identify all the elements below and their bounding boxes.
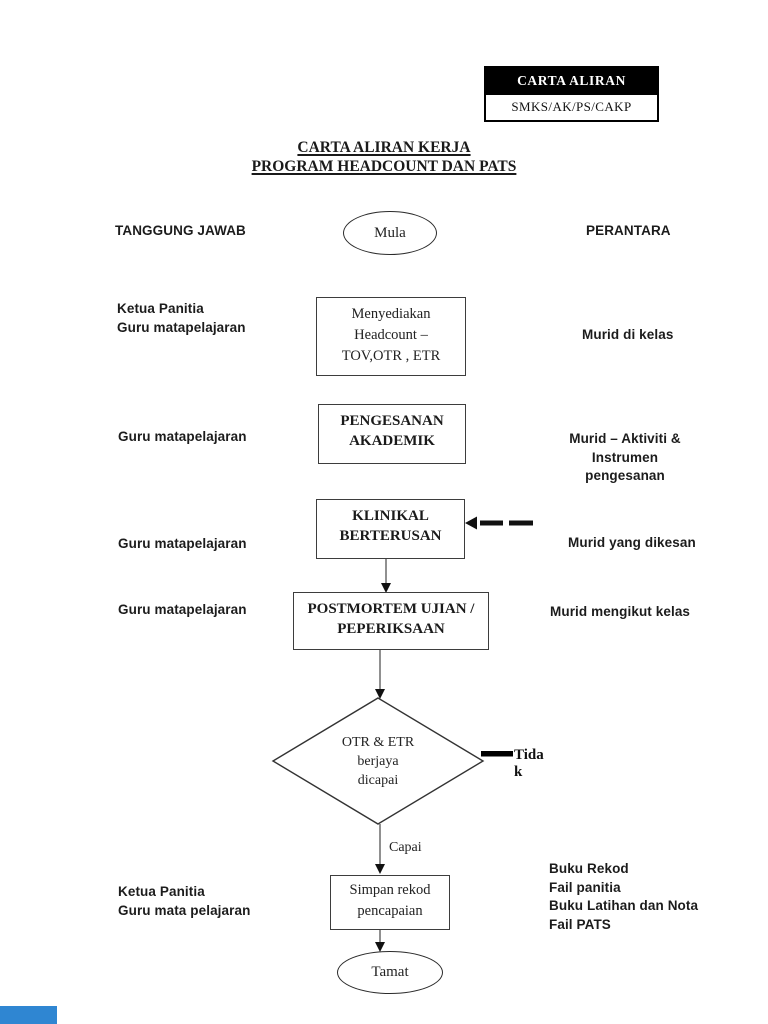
flow-step4-line2: PEPERIKSAAN <box>337 621 445 637</box>
right-label-row2-line2: pengesanan <box>585 468 665 483</box>
flow-step3-line1: KLINIKAL <box>352 508 429 524</box>
right-label-row1: Murid di kelas <box>582 327 674 342</box>
flow-step5-box: Simpan rekod pencapaian <box>330 875 450 930</box>
right-label-row5-line3: Buku Latihan dan Nota <box>549 898 699 913</box>
flow-end-label: Tamat <box>371 964 409 980</box>
flow-decision-line3: dicapai <box>357 773 399 788</box>
arrow-down-icon <box>375 689 385 699</box>
decision-yes-label: Capai <box>389 840 422 855</box>
flow-step1-box: Menyediakan Headcount – TOV,OTR , ETR <box>316 297 466 376</box>
flow-decision-line1: OTR & ETR <box>341 735 415 750</box>
left-label-row5-line2: Guru mata pelajaran <box>118 902 251 918</box>
right-label-row5: Buku Rekod Fail panitia Buku Latihan dan… <box>549 860 698 934</box>
flow-step1-line1: Menyediakan <box>351 306 431 322</box>
column-header-right: PERANTARA <box>586 223 671 238</box>
flow-start-label: Mula <box>374 224 406 241</box>
stamp-box: CARTA ALIRAN SMKS/AK/PS/CAKP <box>484 66 659 122</box>
left-label-row2: Guru matapelajaran <box>118 429 247 444</box>
flow-step2-box: PENGESANAN AKADEMIK <box>318 404 466 464</box>
left-label-row1: Ketua Panitia Guru matapelajaran <box>117 300 246 337</box>
left-label-row5: Ketua Panitia Guru mata pelajaran <box>118 883 250 920</box>
flow-step1-line3: TOV,OTR , ETR <box>341 348 441 364</box>
flow-step1-line2: Headcount – <box>354 327 428 343</box>
flow-step4-line1: POSTMORTEM UJIAN / <box>307 601 475 617</box>
flow-step3-line2: BERTERUSAN <box>339 528 442 544</box>
right-label-row4: Murid mengikut kelas <box>550 604 691 619</box>
flow-step3-box: KLINIKAL BERTERUSAN <box>316 499 465 559</box>
page-corner-marker <box>0 1006 57 1024</box>
page-title: CARTA ALIRAN KERJA PROGRAM HEADCOUNT DAN… <box>0 139 768 176</box>
flow-step5-line2: pencapaian <box>357 903 423 919</box>
flow-end-oval: Tamat <box>337 951 443 994</box>
right-label-row3: Murid yang dikesan <box>568 535 696 550</box>
dashed-arrow-dash <box>509 520 533 526</box>
flow-step2-line1: PENGESANAN <box>340 413 444 429</box>
left-label-row4: Guru matapelajaran <box>118 602 247 617</box>
dashed-arrow-head-icon <box>465 516 477 530</box>
right-label-row5-line1: Buku Rekod <box>549 861 629 876</box>
tidak-connector <box>481 751 513 757</box>
dashed-arrow-dash <box>480 520 503 526</box>
right-label-row2: Murid – Aktiviti & Instrumen pengesanan <box>543 430 707 486</box>
flow-decision-text: OTR & ETR berjaya dicapai <box>308 733 448 790</box>
left-label-row5-line1: Ketua Panitia <box>118 884 205 899</box>
stamp-code: SMKS/AK/PS/CAKP <box>486 95 657 120</box>
column-header-left: TANGGUNG JAWAB <box>115 223 246 238</box>
stamp-title: CARTA ALIRAN <box>486 68 657 95</box>
decision-no-label: Tida k <box>514 747 544 781</box>
flow-start-oval: Mula <box>343 211 437 255</box>
flow-decision-line2: berjaya <box>357 754 399 769</box>
flow-step4-box: POSTMORTEM UJIAN / PEPERIKSAAN <box>293 592 489 650</box>
flow-step5-line1: Simpan rekod <box>349 882 431 898</box>
left-label-row1-line2: Guru matapelajaran <box>117 319 246 335</box>
decision-no-line1: Tida <box>514 747 544 763</box>
left-label-row1-line1: Ketua Panitia <box>117 301 204 316</box>
page-title-line1: CARTA ALIRAN KERJA <box>297 139 471 156</box>
right-label-row5-line4: Fail PATS <box>549 916 611 932</box>
flow-step2-line2: AKADEMIK <box>349 433 435 449</box>
decision-no-line2: k <box>514 764 523 780</box>
page-title-line2: PROGRAM HEADCOUNT DAN PATS <box>251 157 517 175</box>
arrow-down-icon <box>375 864 385 874</box>
left-label-row3: Guru matapelajaran <box>118 536 247 551</box>
right-label-row2-line1: Murid – Aktiviti & Instrumen <box>569 431 681 465</box>
right-label-row5-line2: Fail panitia <box>549 879 621 895</box>
